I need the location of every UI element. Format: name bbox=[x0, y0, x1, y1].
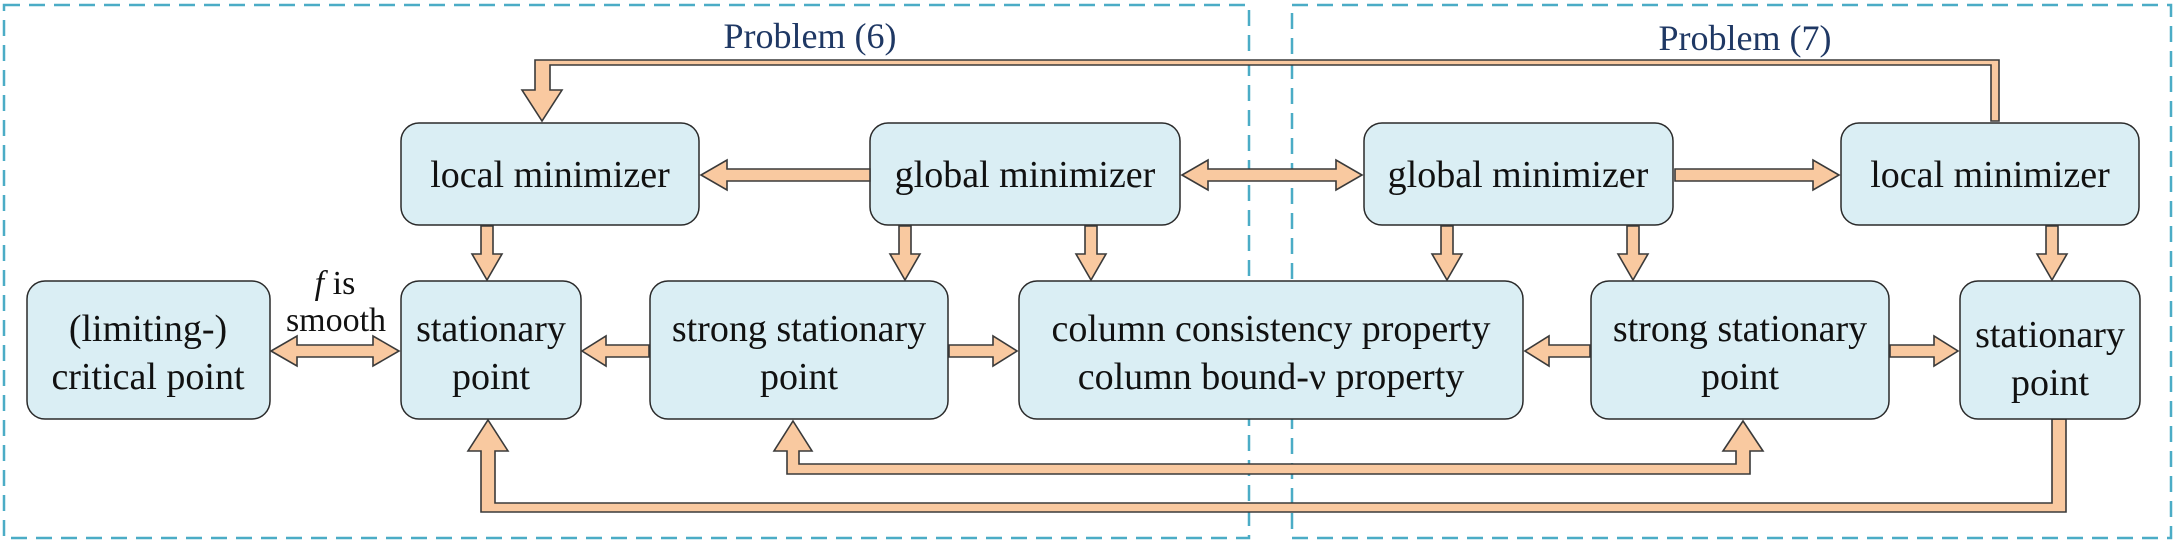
implication-arrows bbox=[269, 158, 2069, 368]
svg-text:critical point: critical point bbox=[51, 356, 245, 398]
strong-stationary-point-problem-7: strong stationary point bbox=[1590, 280, 1890, 420]
arrow-critical-stationary-bidirectional bbox=[269, 334, 401, 368]
arrow-strong-stationary-6-to-stationary-6 bbox=[580, 334, 650, 368]
svg-text:point: point bbox=[1701, 356, 1780, 398]
svg-text:strong stationary: strong stationary bbox=[672, 308, 926, 350]
arrow-global-to-local-6 bbox=[699, 158, 871, 192]
bottom-loop-arrow bbox=[466, 418, 2067, 513]
svg-text:global minimizer: global minimizer bbox=[1388, 154, 1649, 196]
arrow-strong-stationary-7-to-column-props bbox=[1523, 334, 1591, 368]
svg-text:stationary: stationary bbox=[1975, 314, 2125, 356]
arrow-global-6-global-7-bidirectional bbox=[1180, 158, 1364, 192]
svg-text:local minimizer: local minimizer bbox=[430, 154, 670, 196]
svg-text:point: point bbox=[452, 356, 531, 398]
svg-text:local minimizer: local minimizer bbox=[1870, 154, 2110, 196]
svg-text:strong stationary: strong stationary bbox=[1613, 308, 1867, 350]
smooth-condition-label-line2: smooth bbox=[286, 302, 386, 339]
arrow-local-6-to-stationary-6 bbox=[470, 225, 504, 282]
column-properties: column consistency property column bound… bbox=[1018, 280, 1524, 420]
arrow-global-6-to-strong-stationary-6 bbox=[888, 225, 922, 282]
problem-7-region bbox=[1290, 3, 2173, 540]
strong-stationary-point-problem-6: strong stationary point bbox=[649, 280, 949, 420]
strong-stationary-link-arrow bbox=[772, 419, 1765, 475]
arrow-global-7-to-column-props bbox=[1430, 225, 1464, 282]
svg-text:(limiting-): (limiting-) bbox=[69, 308, 227, 350]
svg-text:stationary: stationary bbox=[416, 308, 566, 350]
top-loop-arrow bbox=[520, 59, 2000, 123]
arrow-global-7-to-strong-stationary-7 bbox=[1616, 225, 1650, 282]
svg-text:column consistency property: column consistency property bbox=[1051, 308, 1490, 350]
local-minimizer-problem-6: local minimizer bbox=[400, 122, 700, 226]
svg-text:point: point bbox=[760, 356, 839, 398]
problem-6-title: Problem (6) bbox=[724, 16, 897, 56]
limiting-critical-point: (limiting-) critical point bbox=[26, 280, 271, 420]
arrow-strong-stationary-7-to-stationary-7 bbox=[1889, 334, 1960, 368]
arrow-global-to-local-7 bbox=[1674, 158, 1841, 192]
arrow-local-7-to-stationary-7 bbox=[2035, 225, 2069, 282]
problem-6-region bbox=[2, 3, 1251, 540]
global-minimizer-problem-6: global minimizer bbox=[869, 122, 1181, 226]
svg-text:global minimizer: global minimizer bbox=[895, 154, 1156, 196]
global-minimizer-problem-7: global minimizer bbox=[1363, 122, 1674, 226]
local-minimizer-problem-7: local minimizer bbox=[1840, 122, 2140, 226]
problem-7-title: Problem (7) bbox=[1659, 18, 1832, 58]
smooth-condition-label: f is bbox=[315, 265, 356, 302]
stationary-point-problem-6: stationary point bbox=[400, 280, 582, 420]
arrow-strong-stationary-6-to-column-props bbox=[948, 334, 1019, 368]
arrow-global-6-to-column-props bbox=[1074, 225, 1108, 282]
svg-text:column bound-ν property: column bound-ν property bbox=[1078, 356, 1465, 398]
stationary-point-problem-7: stationary point bbox=[1959, 280, 2141, 420]
svg-text:point: point bbox=[2011, 362, 2090, 404]
